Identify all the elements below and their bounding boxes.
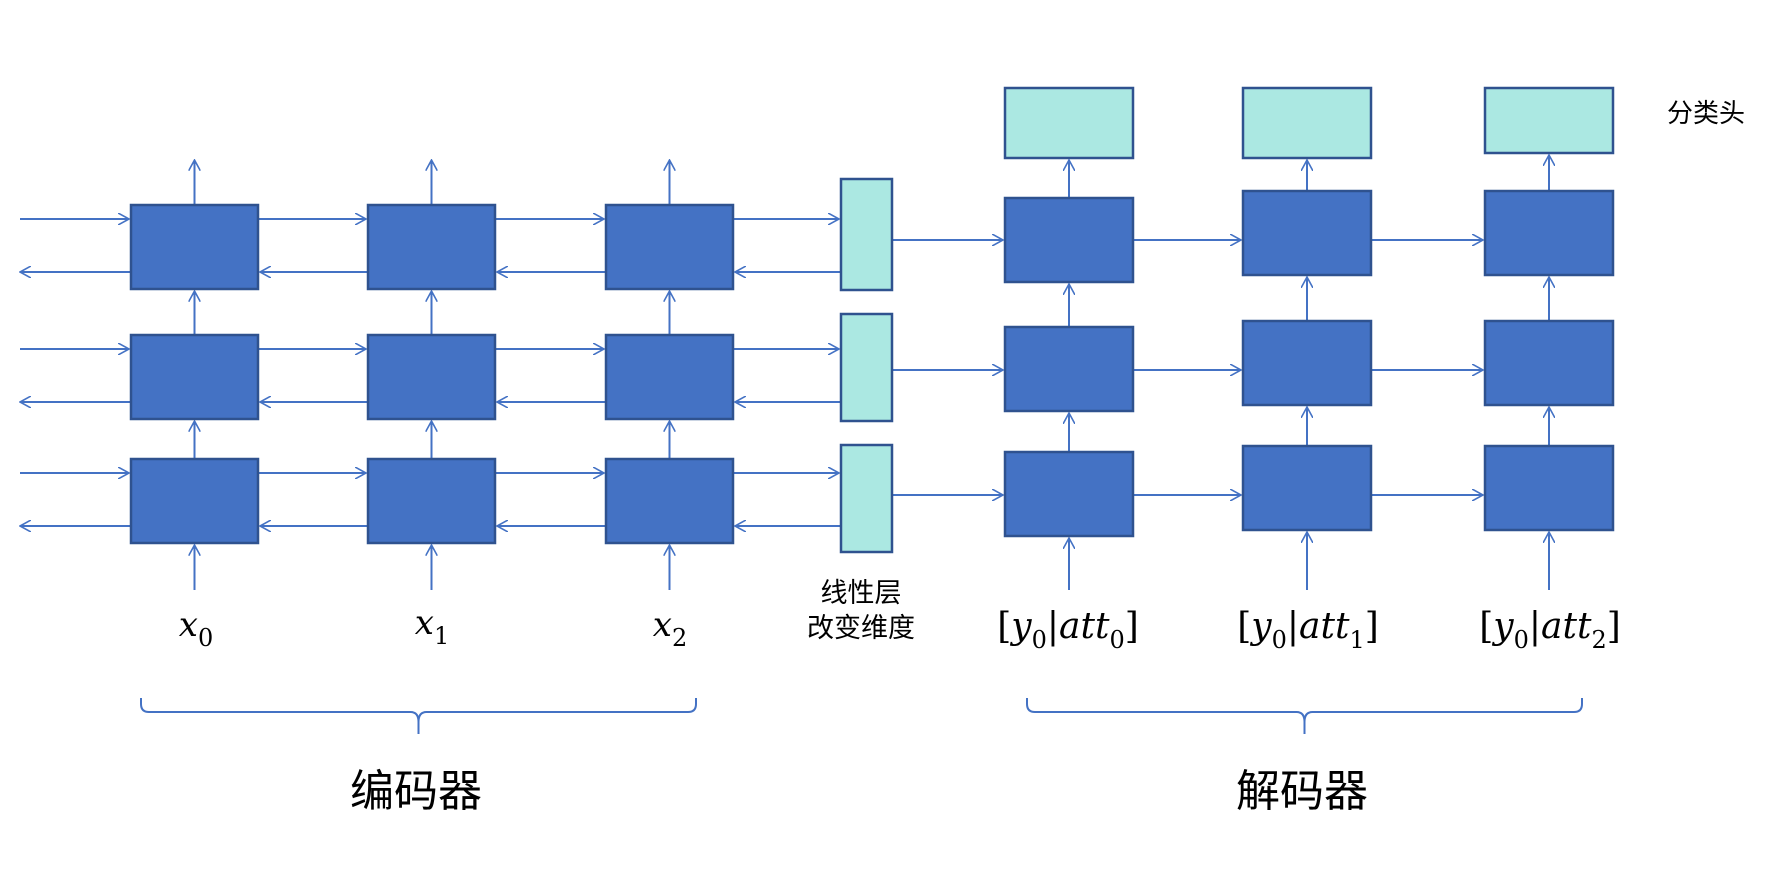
- encoder-cell-c2-r1: [604, 333, 735, 421]
- encoder-cell-c2-r2: [604, 457, 735, 545]
- linear-layer-box-r0: [839, 177, 894, 292]
- encoder-cell-c2-r0: [604, 203, 735, 291]
- decoder-cell-c1-r0: [1241, 189, 1373, 277]
- encoder-cell-c1-r2: [366, 457, 497, 545]
- decoder-cell-c0-r1: [1003, 325, 1135, 413]
- encoder-brace: [140, 698, 697, 734]
- decoder-cell-c2-r2: [1483, 444, 1615, 532]
- decoder-brace: [1026, 698, 1583, 734]
- decoder-cell-c0-r2: [1003, 450, 1135, 538]
- linear-layer-box-r1: [839, 312, 894, 423]
- encoder-label: 编码器: [350, 766, 482, 817]
- encoder-cell-c1-r0: [366, 203, 497, 291]
- classifier-head-label: 分类头: [1667, 99, 1745, 129]
- decoder-cell-c1-r2: [1241, 444, 1373, 532]
- decoder-cell-c0-r0: [1003, 196, 1135, 284]
- linear-layer-label-line2: 改变维度: [807, 613, 915, 644]
- encoder-input-x0: x0: [179, 605, 213, 652]
- decoder-input-2: [y0|att2]: [1479, 606, 1621, 654]
- encoder-cell-c0-r0: [129, 203, 260, 291]
- arrows-layer: [20, 155, 1549, 590]
- encoder-cell-c0-r2: [129, 457, 260, 545]
- braces-layer: [140, 698, 1583, 734]
- cells-layer: [129, 86, 1615, 554]
- classifier-head-box-0: [1003, 86, 1135, 160]
- classifier-head-box-1: [1241, 86, 1373, 160]
- decoder-cell-c2-r0: [1483, 189, 1615, 277]
- decoder-input-0: [y0|att0]: [997, 606, 1139, 654]
- decoder-cell-c2-r1: [1483, 319, 1615, 407]
- linear-layer-label-line1: 线性层: [821, 578, 902, 609]
- decoder-label: 解码器: [1236, 766, 1368, 817]
- classifier-head-box-2: [1483, 86, 1615, 155]
- linear-layer-box-r2: [839, 443, 894, 554]
- encoder-input-x2: x2: [653, 605, 687, 652]
- encoder-cell-c0-r1: [129, 333, 260, 421]
- decoder-cell-c1-r1: [1241, 319, 1373, 407]
- encoder-input-x1: x1: [415, 603, 449, 650]
- encoder-cell-c1-r1: [366, 333, 497, 421]
- decoder-input-1: [y0|att1]: [1237, 606, 1379, 654]
